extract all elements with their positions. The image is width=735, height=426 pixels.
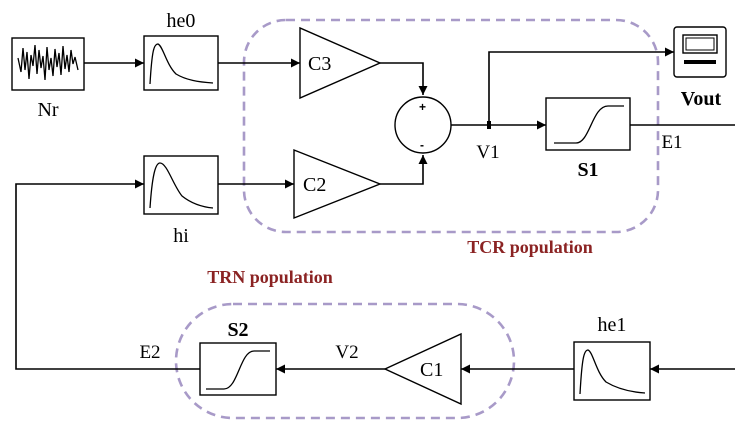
scope-block[interactable] xyxy=(673,26,727,78)
c1-label: C1 xyxy=(420,359,443,381)
s1-label: S1 xyxy=(577,159,598,181)
c2-label: C2 xyxy=(303,174,326,196)
wire-c3-to-sum xyxy=(380,62,428,95)
s2-sigmoid-block[interactable] xyxy=(199,342,277,396)
signal-e1-label: E1 xyxy=(661,132,682,153)
s1-sigmoid-block[interactable] xyxy=(545,97,631,151)
c3-gain-block[interactable] xyxy=(299,26,382,100)
sum-junction[interactable] xyxy=(394,96,452,154)
tcr-population-label: TCR population xyxy=(467,237,593,257)
wire-e2-feedback-to-hi xyxy=(15,179,200,370)
c1-gain-block[interactable] xyxy=(383,332,462,406)
hi-block[interactable] xyxy=(143,155,219,215)
c2-gain-block[interactable] xyxy=(293,148,382,220)
scope-label: Vout xyxy=(681,88,722,110)
noise-label: Nr xyxy=(37,99,58,121)
signal-v2-label: V2 xyxy=(335,342,358,363)
he0-label: he0 xyxy=(167,10,196,32)
he1-block[interactable] xyxy=(573,341,651,401)
wire-v1-to-scope xyxy=(488,47,674,125)
tcr-population-outline xyxy=(242,18,660,234)
wire-c2-to-sum xyxy=(380,155,428,185)
he1-label: he1 xyxy=(598,314,627,336)
hi-label: hi xyxy=(173,225,189,247)
v1-junction xyxy=(487,121,491,129)
s2-label: S2 xyxy=(227,319,248,341)
he0-block[interactable] xyxy=(143,35,219,91)
signal-e2-label: E2 xyxy=(139,342,160,363)
sum-minus-sign: - xyxy=(420,138,424,152)
c3-label: C3 xyxy=(308,53,331,75)
trn-population-label: TRN population xyxy=(207,267,333,287)
signal-v1-label: V1 xyxy=(476,142,499,163)
trn-population-outline xyxy=(174,302,516,420)
noise-source-block[interactable] xyxy=(11,37,85,91)
sum-plus-sign: + xyxy=(419,100,426,114)
